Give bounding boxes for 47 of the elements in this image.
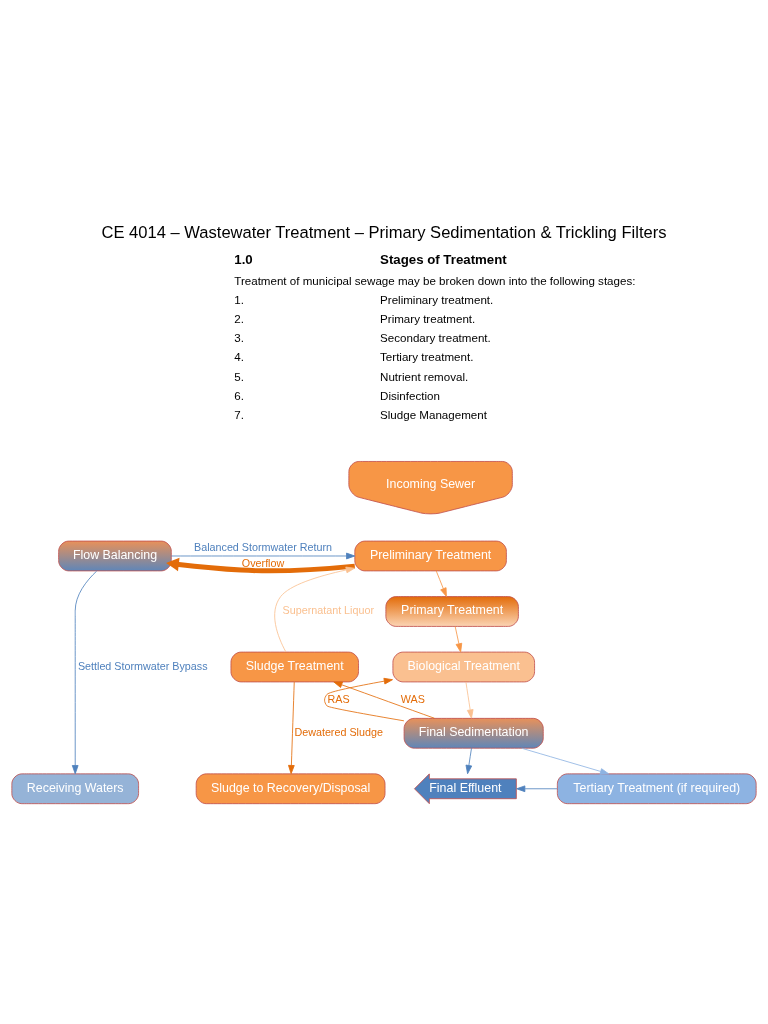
label: 2. xyxy=(234,312,244,325)
arrow xyxy=(516,784,558,792)
label: Disinfection xyxy=(380,389,440,402)
arrow xyxy=(288,681,295,774)
arrow xyxy=(521,747,610,775)
label: 6. xyxy=(234,389,244,402)
label: 1. xyxy=(234,293,244,306)
node-box: Tertiary Treatment (if required) xyxy=(556,772,757,804)
label: 4. xyxy=(234,350,244,363)
node-box: Final Sedimentation xyxy=(403,717,544,749)
node-box: Flow Balancing xyxy=(58,540,172,571)
label: Treatment of municipal sewage may be broken down into the following stages: xyxy=(234,274,636,287)
arrow xyxy=(166,557,356,573)
label: Primary treatment. xyxy=(380,312,476,325)
arrow xyxy=(435,570,447,597)
arrow xyxy=(171,552,356,559)
node-box: Receiving Waters xyxy=(11,772,139,804)
arrow xyxy=(71,570,98,774)
arrow xyxy=(465,681,474,719)
edge-label: Dewatered Sludge xyxy=(294,725,383,738)
label: Sludge Management xyxy=(380,408,487,421)
node-box: Sludge to Recovery/Disposal xyxy=(195,772,386,804)
edge-label: RAS xyxy=(327,692,350,705)
label: Nutrient removal. xyxy=(380,370,469,383)
node-box: Preliminary Treatment xyxy=(354,540,507,571)
label: Secondary treatment. xyxy=(380,331,491,344)
node-box: Primary Treatment xyxy=(385,595,519,627)
edge-label: Balanced Stormwater Return xyxy=(194,540,333,553)
label: 5. xyxy=(234,370,244,383)
arrow xyxy=(274,566,355,652)
label: Stages of Treatment xyxy=(380,251,507,267)
node-box: Biological Treatment xyxy=(392,651,535,682)
edge-label: Supernatant Liquor xyxy=(282,603,375,616)
node-box: Sludge Treatment xyxy=(230,651,359,682)
label: 7. xyxy=(234,408,244,421)
diagram-title: CE 4014 – Wastewater Treatment – Primary Sedimentation & Trickling Filters xyxy=(101,222,667,242)
arrow xyxy=(454,625,463,652)
arrow xyxy=(333,681,435,719)
edge-label: Overflow xyxy=(241,556,285,569)
label: Tertiary treatment. xyxy=(380,350,474,363)
label: Preliminary treatment. xyxy=(380,293,494,306)
edge-label: Settled Stormwater Bypass xyxy=(77,659,208,672)
label: 3. xyxy=(234,331,244,344)
arrow xyxy=(324,677,405,721)
edge-label: WAS xyxy=(400,692,425,705)
arrow xyxy=(465,747,473,774)
label: 1.0 xyxy=(234,251,253,267)
